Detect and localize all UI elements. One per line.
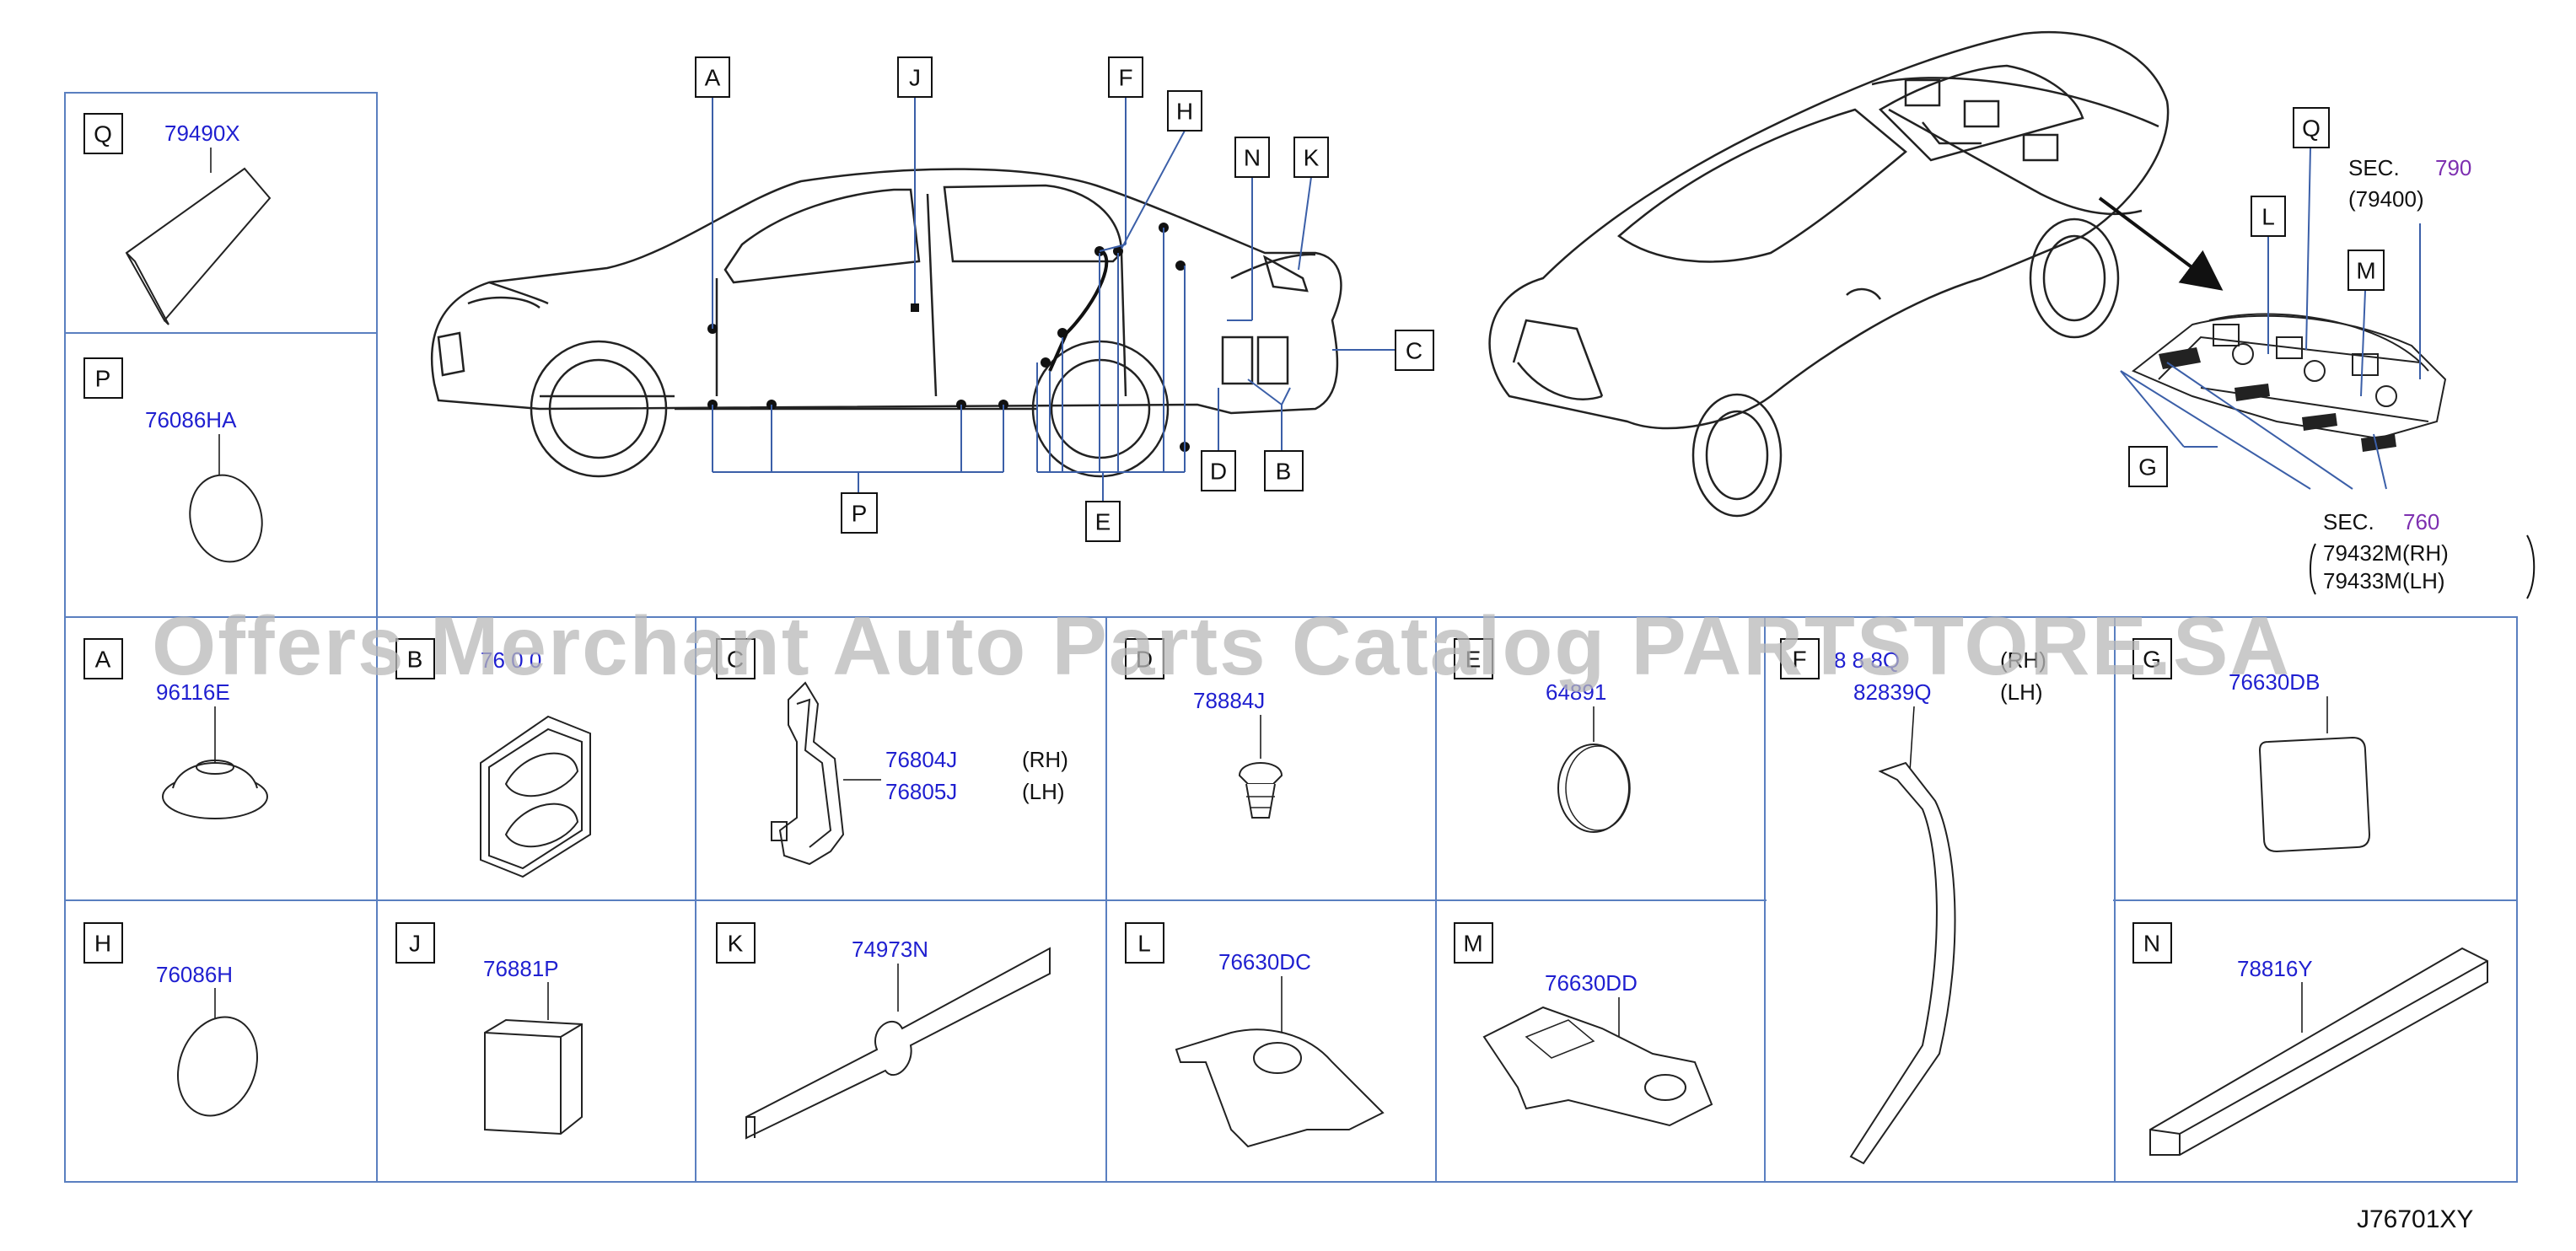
rear-view-car-illustration: [1488, 30, 2170, 518]
svg-text:E: E: [1095, 509, 1111, 535]
svg-text:C: C: [727, 647, 744, 673]
svg-text:76630DC: 76630DC: [1218, 949, 1311, 974]
side-view-car-illustration: [430, 168, 1342, 478]
svg-text:79432M(RH): 79432M(RH): [2323, 540, 2449, 566]
svg-text:(RH): (RH): [2000, 647, 2046, 673]
svg-text:64891: 64891: [1546, 679, 1606, 705]
svg-text:N: N: [2143, 931, 2160, 957]
svg-text:(LH): (LH): [2000, 679, 2043, 705]
svg-text:76804J: 76804J: [885, 747, 957, 772]
svg-text:76805J: 76805J: [885, 779, 957, 804]
svg-text:G: G: [2138, 454, 2157, 481]
cell-N: N 78816Y: [2132, 922, 2488, 1156]
svg-text:J: J: [409, 931, 421, 957]
watermark: Offers Merchant Auto Parts Catalog PARTS…: [152, 599, 2291, 692]
svg-text:SEC.: SEC.: [2323, 509, 2374, 534]
svg-text:76881P: 76881P: [483, 956, 559, 981]
svg-text:B: B: [407, 647, 423, 673]
svg-text:C: C: [1406, 338, 1422, 364]
svg-text:D: D: [1210, 459, 1227, 485]
svg-text:M: M: [1463, 931, 1482, 957]
svg-text:D: D: [1136, 647, 1153, 673]
svg-text:74973N: 74973N: [852, 937, 928, 962]
cell-G: G 76630DB: [2132, 638, 2371, 853]
cell-A: A 96116E: [83, 638, 268, 819]
svg-text:76086H: 76086H: [156, 962, 233, 987]
svg-text:E: E: [1465, 647, 1482, 673]
svg-text:96116E: 96116E: [156, 679, 230, 705]
svg-text:790: 790: [2435, 155, 2471, 180]
svg-text:P: P: [95, 366, 111, 392]
svg-text:J: J: [909, 65, 921, 91]
svg-text:H: H: [94, 931, 111, 957]
svg-text:79490X: 79490X: [164, 121, 240, 146]
cell-D: D 78884J: [1125, 638, 1283, 819]
callout-letter-text: A J F H N K C B D E P Q L M G: [705, 65, 2376, 535]
svg-text:8 8 8Q: 8 8 8Q: [1834, 647, 1900, 673]
svg-text:F: F: [1792, 647, 1806, 673]
side-view-leader-lines: [712, 97, 1396, 502]
svg-text:A: A: [705, 65, 721, 91]
svg-text:78884J: 78884J: [1193, 688, 1265, 713]
section-ref-upper: SEC. 790 (79400): [2348, 155, 2471, 212]
svg-text:82839Q: 82839Q: [1853, 679, 1932, 705]
svg-text:F: F: [1118, 65, 1132, 91]
svg-text:A: A: [95, 647, 111, 673]
svg-text:M: M: [2356, 258, 2375, 284]
detail-arrow: [2098, 196, 2224, 291]
svg-text:78816Y: 78816Y: [2237, 956, 2313, 981]
svg-text:Q: Q: [94, 121, 112, 148]
parts-grid-lines: [64, 92, 2518, 1183]
cell-C: C 76804J (RH) 76805J (LH): [716, 638, 1068, 866]
svg-text:H: H: [1176, 99, 1193, 125]
svg-text:76630DB: 76630DB: [2229, 669, 2320, 695]
cell-B: B 76 0 0: [395, 638, 591, 878]
cell-K: K 74973N: [716, 922, 1051, 1140]
svg-text:G: G: [2143, 647, 2161, 673]
cell-P: P 76086HA: [83, 357, 263, 563]
svg-text:76630DD: 76630DD: [1545, 970, 1638, 996]
svg-text:(RH): (RH): [1022, 747, 1068, 772]
callout-letters: [695, 56, 2385, 542]
svg-text:P: P: [852, 501, 868, 527]
svg-text:B: B: [1276, 459, 1292, 485]
cell-Q: Q 79490X: [83, 113, 272, 325]
svg-text:76086HA: 76086HA: [145, 407, 237, 432]
rear-view-leader-lines: [2120, 147, 2421, 490]
svg-text:(79400): (79400): [2348, 186, 2424, 212]
svg-text:K: K: [1304, 145, 1320, 171]
svg-text:L: L: [2261, 204, 2275, 230]
svg-text:79433M(LH): 79433M(LH): [2323, 568, 2445, 593]
rear-shelf-detail-illustration: [2132, 313, 2447, 440]
svg-text:(LH): (LH): [1022, 779, 1065, 804]
cell-L: L 76630DC: [1125, 922, 1385, 1148]
cell-M: M 76630DD: [1454, 922, 1713, 1127]
cell-E: E 64891: [1454, 638, 1631, 833]
svg-text:760: 760: [2403, 509, 2439, 534]
section-ref-lower: SEC. 760 79432M(RH) 79433M(LH): [2310, 509, 2536, 599]
diagram-code: J76701XY: [2357, 1205, 2473, 1233]
cell-J: J 76881P: [395, 922, 583, 1136]
svg-text:Q: Q: [2302, 115, 2321, 142]
cell-H: H 76086H: [83, 922, 259, 1117]
svg-text:L: L: [1137, 931, 1151, 957]
svg-text:SEC.: SEC.: [2348, 155, 2400, 180]
svg-text:N: N: [1244, 145, 1261, 171]
svg-text:76 0 0: 76 0 0: [481, 647, 541, 673]
cell-F: F 8 8 8Q (RH) 82839Q (LH): [1780, 638, 2046, 1165]
svg-text:K: K: [728, 931, 744, 957]
